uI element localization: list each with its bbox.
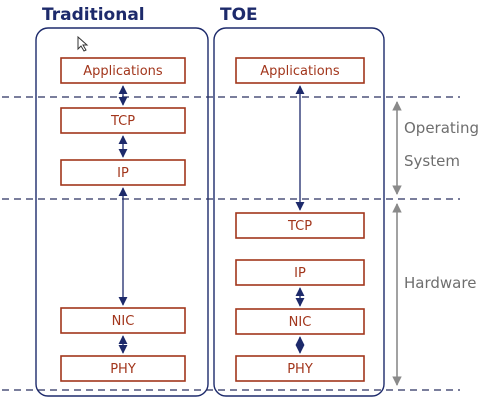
toe-applications-box <box>235 57 365 84</box>
toe-phy-box <box>235 355 365 382</box>
traditional-phy-box <box>60 355 186 382</box>
traditional-ip-label: IP <box>117 166 129 181</box>
toe-stack: Applications TCP IP NIC PHY <box>235 57 365 382</box>
toe-column <box>213 27 385 397</box>
traditional-ip-box <box>60 159 186 186</box>
toe-nic-label: NIC <box>289 315 312 330</box>
traditional-tcp-box <box>60 107 186 134</box>
toe-phy-label: PHY <box>287 362 313 377</box>
traditional-applications-label: Applications <box>83 64 163 79</box>
os-region-label-line2: System <box>404 152 460 170</box>
traditional-title: Traditional <box>42 5 145 25</box>
toe-ip-box <box>235 259 365 286</box>
toe-ip-label: IP <box>294 266 306 281</box>
toe-title: TOE <box>220 5 258 25</box>
traditional-stack: Applications TCP IP NIC PHY <box>60 57 186 382</box>
toe-tcp-box <box>235 212 365 239</box>
traditional-tcp-label: TCP <box>110 114 135 129</box>
toe-nic-box <box>235 308 365 335</box>
mouse-cursor-icon <box>77 35 89 52</box>
hardware-region-label: Hardware <box>404 274 476 292</box>
traditional-applications-box <box>60 57 186 84</box>
traditional-nic-label: NIC <box>112 314 135 329</box>
toe-tcp-label: TCP <box>287 219 312 234</box>
traditional-phy-label: PHY <box>110 362 136 377</box>
traditional-nic-box <box>60 307 186 334</box>
toe-applications-label: Applications <box>260 64 340 79</box>
traditional-column <box>35 27 209 397</box>
os-region-label-line1: Operating <box>404 119 479 137</box>
